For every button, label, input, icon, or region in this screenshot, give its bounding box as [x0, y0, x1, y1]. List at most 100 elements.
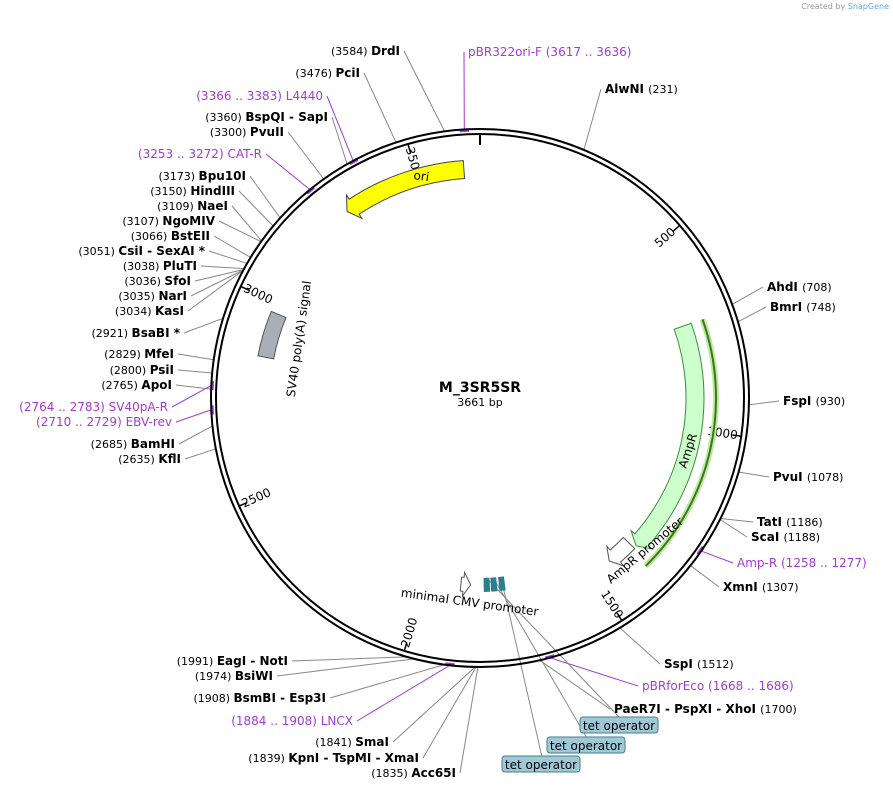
enzyme-ngomiv[interactable]: (3107) NgoMIV [122, 214, 215, 228]
enzyme-bsabi[interactable]: (2921) BsaBI * [91, 326, 180, 340]
enzyme-alwni[interactable]: AlwNI (231) [605, 82, 678, 96]
enzyme-bamhi[interactable]: (2685) BamHI [91, 437, 175, 451]
enzyme-tati[interactable]: TatI (1186) [757, 515, 823, 529]
enzyme-bsiwi[interactable]: (1974) BsiWI [195, 669, 273, 683]
label-text: (3109) NaeI [157, 199, 228, 213]
tick-label-2500: 2500 [239, 485, 273, 510]
feature-ampr-promoter[interactable] [606, 536, 636, 567]
enzyme-pvui[interactable]: PvuI (1078) [773, 470, 843, 484]
feature-minimal-cmv-promoter[interactable] [459, 570, 472, 599]
enzyme-ahdi[interactable]: AhdI (708) [767, 280, 832, 294]
label-text: BmrI (748) [770, 300, 836, 314]
label-text: AhdI (708) [767, 280, 832, 294]
tet-operator-block-3[interactable] [498, 576, 506, 592]
leader-line [194, 268, 244, 282]
label-text: (3066) BstEII [131, 229, 210, 243]
enzyme-kfli[interactable]: (2635) KflI [118, 452, 181, 466]
credit-brand: SnapGene [847, 2, 889, 11]
enzyme-bsteii[interactable]: (3066) BstEII [131, 229, 210, 243]
primer-mark [544, 654, 555, 660]
enzyme-bpu10i[interactable]: (3173) Bpu10I [158, 169, 246, 183]
tick-mark-3000 [240, 285, 250, 291]
leader-line [748, 400, 780, 406]
enzyme-sspi[interactable]: SspI (1512) [664, 657, 734, 671]
enzyme-psii[interactable]: (2800) PsiI [110, 363, 174, 377]
enzyme-scai[interactable]: ScaI (1188) [751, 530, 820, 544]
leader-line [583, 88, 602, 151]
enzyme-mfei[interactable]: (2829) MfeI [104, 347, 174, 361]
primer-ebv-rev[interactable]: (2710 .. 2729) EBV-rev [36, 415, 172, 429]
primer-pbrforeco[interactable]: pBRforEco (1668 .. 1686) [642, 679, 794, 693]
primer-l4440[interactable]: (3366 .. 3383) L4440 [196, 89, 323, 103]
primer-pbr322ori-f[interactable]: pBR322ori-F (3617 .. 3636) [468, 45, 631, 59]
feature-sv40-poly-a-signal[interactable] [257, 310, 287, 360]
primer-cat-r[interactable]: (3253 .. 3272) CAT-R [138, 147, 262, 161]
enzyme-kasi[interactable]: (3034) KasI [115, 304, 184, 318]
leader-line [231, 205, 262, 242]
label-text: (2921) BsaBI * [91, 326, 180, 340]
leader-line [403, 50, 446, 132]
enzyme-bspqi-sapi[interactable]: (3360) BspQI - SapI [205, 110, 328, 124]
label-text: (3051) CsiI - SexAI * [78, 244, 205, 258]
enzyme-pcii[interactable]: (3476) PciI [295, 66, 360, 80]
enzyme-nari[interactable]: (3035) NarI [118, 289, 187, 303]
enzyme-eagi-noti[interactable]: (1991) EagI - NotI [177, 654, 288, 668]
enzyme-bsmbi-esp3i[interactable]: (1908) BsmBI - Esp3I [193, 691, 326, 705]
tet-label-text: tet operator [583, 719, 655, 733]
tet-label-text: tet operator [550, 739, 622, 753]
label-text: (3034) KasI [115, 304, 184, 318]
enzyme-apoi[interactable]: (2765) ApoI [101, 378, 172, 392]
credit-text: Created by SnapGene [801, 2, 889, 11]
label-text: (2829) MfeI [104, 347, 174, 361]
enzyme-smai[interactable]: (1841) SmaI [315, 735, 389, 749]
tet-operator-label-3[interactable]: tet operator [501, 755, 581, 773]
enzyme-pluti[interactable]: (3038) PluTI [123, 259, 197, 273]
leader-line [690, 565, 720, 588]
enzyme-hindiii[interactable]: (3150) HindIII [150, 184, 235, 198]
leader-line [500, 576, 543, 758]
leader-line [356, 664, 451, 722]
leader-line [329, 664, 445, 699]
label-text: AlwNI (231) [605, 82, 678, 96]
feature-ampr[interactable] [630, 322, 705, 550]
feature-ori[interactable] [345, 160, 466, 220]
leader-line [392, 666, 476, 743]
enzyme-xmni[interactable]: XmnI (1307) [723, 580, 799, 594]
leader-line [178, 425, 213, 445]
leader-line [200, 265, 245, 270]
label-text: PvuI (1078) [773, 470, 843, 484]
feature-label-ori: ori [413, 168, 430, 184]
tet-operator-label-1[interactable]: tet operator [579, 716, 659, 734]
enzyme-kpni-tspmi-xmai[interactable]: (1839) KpnI - TspMI - XmaI [248, 751, 419, 765]
leader-line [331, 116, 348, 165]
tick-mark-2500 [238, 501, 248, 507]
credit-created-by: Created by [801, 2, 846, 11]
enzyme-naei[interactable]: (3109) NaeI [157, 199, 228, 213]
primer-amp-r[interactable]: Amp-R (1258 .. 1277) [737, 556, 867, 570]
enzyme-acc65i[interactable]: (1835) Acc65I [371, 766, 456, 780]
enzyme-paer7i-pspxi-xhoi[interactable]: PaeR7I - PspXI - XhoI (1700) [614, 702, 797, 716]
tick-mark-2000 [403, 642, 408, 652]
tick-label-500: 500 [652, 225, 678, 251]
label-text: (2635) KflI [118, 452, 181, 466]
enzyme-sfoi[interactable]: (3036) SfoI [124, 274, 191, 288]
leader-line [737, 306, 767, 323]
leader-line [218, 220, 262, 243]
leader-line [276, 658, 415, 677]
leader-line [238, 190, 274, 227]
plasmid-length: 3661 bp [457, 396, 502, 409]
primer-sv40pa-r[interactable]: (2764 .. 2783) SV40pA-R [19, 400, 168, 414]
leader-line [539, 659, 611, 710]
tet-operator-label-2[interactable]: tet operator [546, 736, 626, 754]
leader-line [208, 250, 248, 264]
enzyme-bmri[interactable]: BmrI (748) [770, 300, 836, 314]
enzyme-fspi[interactable]: FspI (930) [783, 394, 845, 408]
enzyme-drdi[interactable]: (3584) DrdI [331, 44, 400, 58]
label-text: FspI (930) [783, 394, 845, 408]
tick-mark-3500 [407, 143, 412, 153]
primer-lncx[interactable]: (1884 .. 1908) LNCX [231, 714, 353, 728]
label-text: (1974) BsiWI [195, 669, 273, 683]
tick-label-2000: 2000 [398, 616, 420, 649]
enzyme-csii-sexai[interactable]: (3051) CsiI - SexAI * [78, 244, 205, 258]
enzyme-pvuii[interactable]: (3300) PvuII [210, 125, 284, 139]
